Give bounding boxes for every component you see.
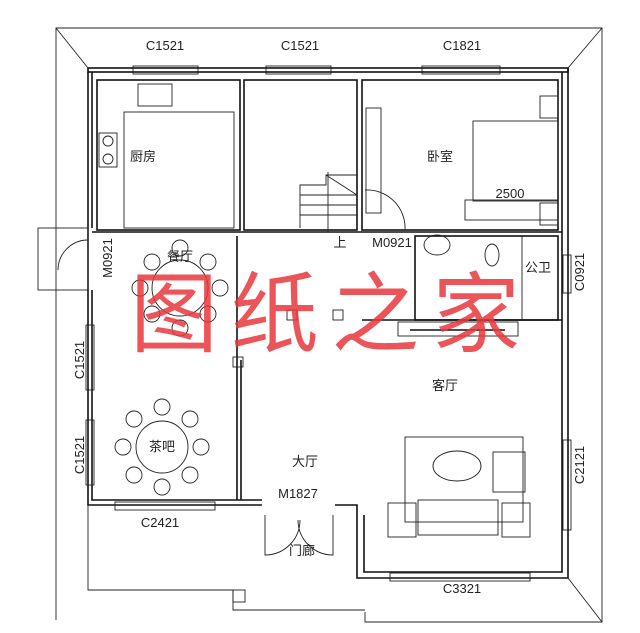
- room-bathroom: 公卫: [525, 261, 551, 276]
- dimension-label: 2500: [496, 186, 525, 201]
- windows: [85, 65, 572, 582]
- tea-table: [135, 420, 189, 474]
- bed: [472, 120, 559, 202]
- window-label: C0921: [572, 253, 587, 291]
- window-label: C1521: [72, 436, 87, 474]
- stair-label: 上: [333, 236, 346, 251]
- room-living: 客厅: [432, 378, 458, 394]
- dining-table: [151, 259, 209, 317]
- coffee-table: [432, 450, 482, 482]
- staircase: [299, 172, 358, 232]
- toilet: [484, 243, 500, 267]
- door-label: M0921: [100, 238, 115, 278]
- washbasin: [423, 234, 451, 256]
- roof-outline: [55, 27, 603, 623]
- window-label: C2421: [141, 515, 179, 530]
- door-label: M1827: [278, 486, 318, 501]
- tv-cabinet: [464, 199, 559, 221]
- sofa: [417, 499, 499, 536]
- wardrobe: [365, 107, 382, 214]
- room-tea-bar: 茶吧: [149, 439, 175, 455]
- stove: [98, 132, 118, 168]
- room-bedroom: 卧室: [427, 149, 453, 165]
- watermark: 图纸之家: [130, 263, 520, 366]
- window-label: C3321: [443, 581, 481, 596]
- door-label: M0921: [372, 235, 412, 250]
- room-porch: 门廊: [289, 543, 315, 559]
- window-label: C1521: [281, 38, 319, 53]
- main-door: [264, 515, 334, 556]
- room-dining: 餐厅: [167, 249, 193, 265]
- armchair: [492, 451, 526, 493]
- furniture: [98, 83, 559, 538]
- exterior-walls: [87, 67, 569, 611]
- room-kitchen: 厨房: [130, 149, 156, 165]
- rug: [404, 436, 524, 523]
- window-label: C1821: [443, 38, 481, 53]
- window-label: C2121: [572, 446, 587, 484]
- interior-walls: [37, 79, 562, 500]
- window-label: C1521: [146, 38, 184, 53]
- kitchen-counter: [123, 111, 235, 229]
- room-hall: 大厅: [292, 455, 318, 470]
- window-label: C1521: [72, 341, 87, 379]
- kitchen-sink: [137, 83, 173, 107]
